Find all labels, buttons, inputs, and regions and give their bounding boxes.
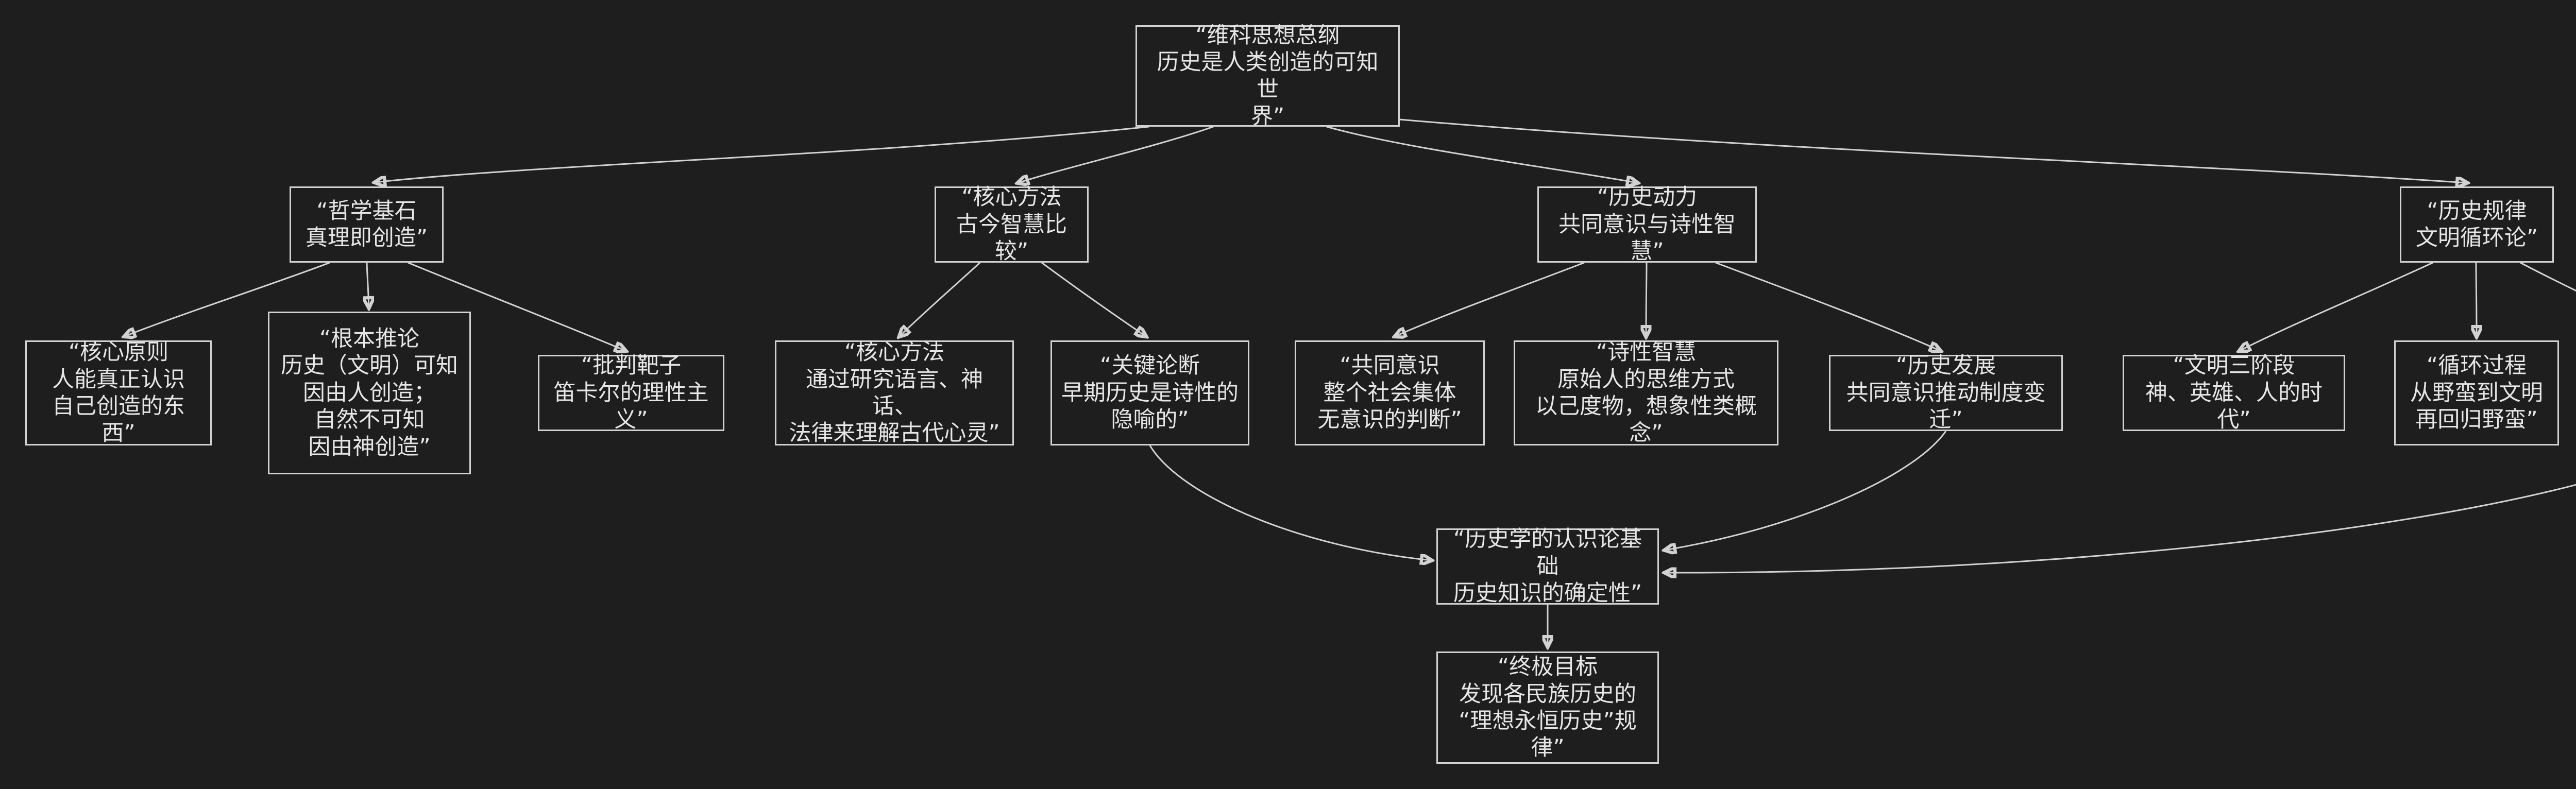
node-method-detail: “核心方法 通过研究语言、神话、 法律来理解古代心灵” bbox=[775, 339, 1014, 446]
edge-history-dev-to-epistemology bbox=[1665, 431, 1947, 550]
node-core-principle: “核心原则 人能真正认识 自己创造的东西” bbox=[25, 339, 212, 446]
edge-law-to-cycle bbox=[2476, 262, 2477, 336]
edge-method-to-key-assertion bbox=[1041, 262, 1146, 336]
node-method: “核心方法 古今智慧比较” bbox=[935, 184, 1089, 264]
node-epistemology: “历史学的认识论基础 历史知识的确定性” bbox=[1436, 526, 1659, 606]
edge-dynamics-to-poetic-wisdom bbox=[1646, 262, 1647, 336]
edge-law-to-three-stages bbox=[2240, 262, 2433, 351]
node-dynamics: “历史动力 共同意识与诗性智慧” bbox=[1537, 184, 1757, 264]
edge-mechanism-to-epistemology bbox=[1665, 484, 2576, 573]
node-common-sense: “共同意识 整个社会集体 无意识的判断” bbox=[1295, 340, 1485, 445]
edge-philosophy-to-inference bbox=[367, 262, 369, 307]
node-cycle: “循环过程 从野蛮到文明 再回归野蛮” bbox=[2394, 340, 2559, 445]
node-inference: “根本推论 历史（文明）可知 因由人创造； 自然不可知 因由神创造” bbox=[268, 312, 471, 474]
node-goal: “终极目标 发现各民族历史的 “理想永恒历史”规律” bbox=[1436, 651, 1659, 764]
node-root: “维科思想总纲 历史是人类创造的可知世 界” bbox=[1136, 23, 1400, 129]
node-key-assertion: “关键论断 早期历史是诗性的 隐喻的” bbox=[1050, 340, 1249, 445]
edge-philosophy-to-target-critique bbox=[408, 262, 625, 351]
edge-key-assertion-to-epistemology bbox=[1149, 445, 1431, 560]
node-poetic-wisdom: “诗性智慧 原始人的思维方式 以己度物，想象性类概念” bbox=[1514, 339, 1778, 446]
node-target-critique: “批判靶子 笛卡尔的理性主义” bbox=[538, 353, 724, 433]
edge-root-to-law bbox=[1399, 118, 2467, 183]
edge-law-to-mechanism bbox=[2520, 262, 2576, 292]
edge-dynamics-to-history-dev bbox=[1715, 262, 1940, 351]
edge-root-to-dynamics bbox=[1326, 126, 1637, 183]
node-law: “历史规律 文明循环论” bbox=[2400, 186, 2554, 263]
node-three-stages: “文明三阶段 神、英雄、人的时代” bbox=[2123, 353, 2345, 433]
edge-method-to-method-detail bbox=[900, 262, 981, 336]
edge-dynamics-to-common-sense bbox=[1395, 262, 1585, 336]
edge-root-to-philosophy bbox=[375, 126, 1149, 182]
edge-philosophy-to-core-principle bbox=[125, 262, 330, 336]
node-philosophy: “哲学基石 真理即创造” bbox=[290, 186, 444, 263]
node-history-dev: “历史发展 共同意识推动制度变迁” bbox=[1829, 353, 2063, 433]
edge-root-to-method bbox=[1018, 126, 1214, 183]
